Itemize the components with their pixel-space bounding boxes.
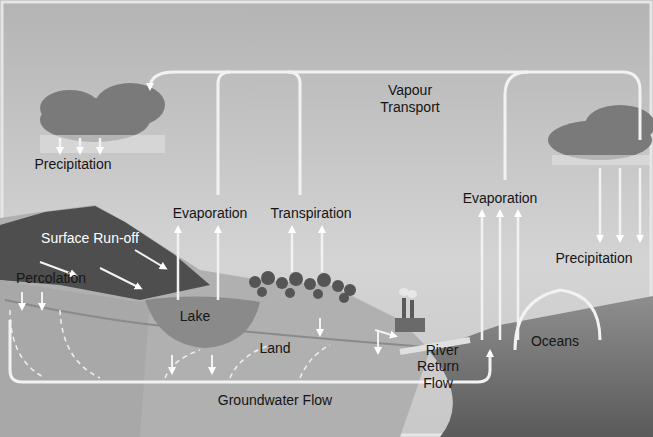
- cycle-label: Lake: [170, 308, 220, 325]
- cycle-label: River: [412, 342, 472, 359]
- cycle-label: Vapour Transport: [370, 82, 450, 116]
- cycle-label: Groundwater Flow: [200, 392, 350, 409]
- cycle-label: Percolation: [6, 270, 96, 287]
- cycle-label: Surface Run-off: [40, 230, 140, 247]
- cycle-label: Precipitation: [540, 250, 648, 267]
- cycle-label: Return Flow: [408, 358, 468, 392]
- cycle-label: Oceans: [520, 333, 590, 350]
- cycle-label: Precipitation: [18, 156, 128, 173]
- cycle-label: Evaporation: [160, 205, 260, 222]
- cycle-label: Transpiration: [256, 205, 366, 222]
- cycle-label: Evaporation: [450, 190, 550, 207]
- cycle-label: Land: [250, 340, 300, 357]
